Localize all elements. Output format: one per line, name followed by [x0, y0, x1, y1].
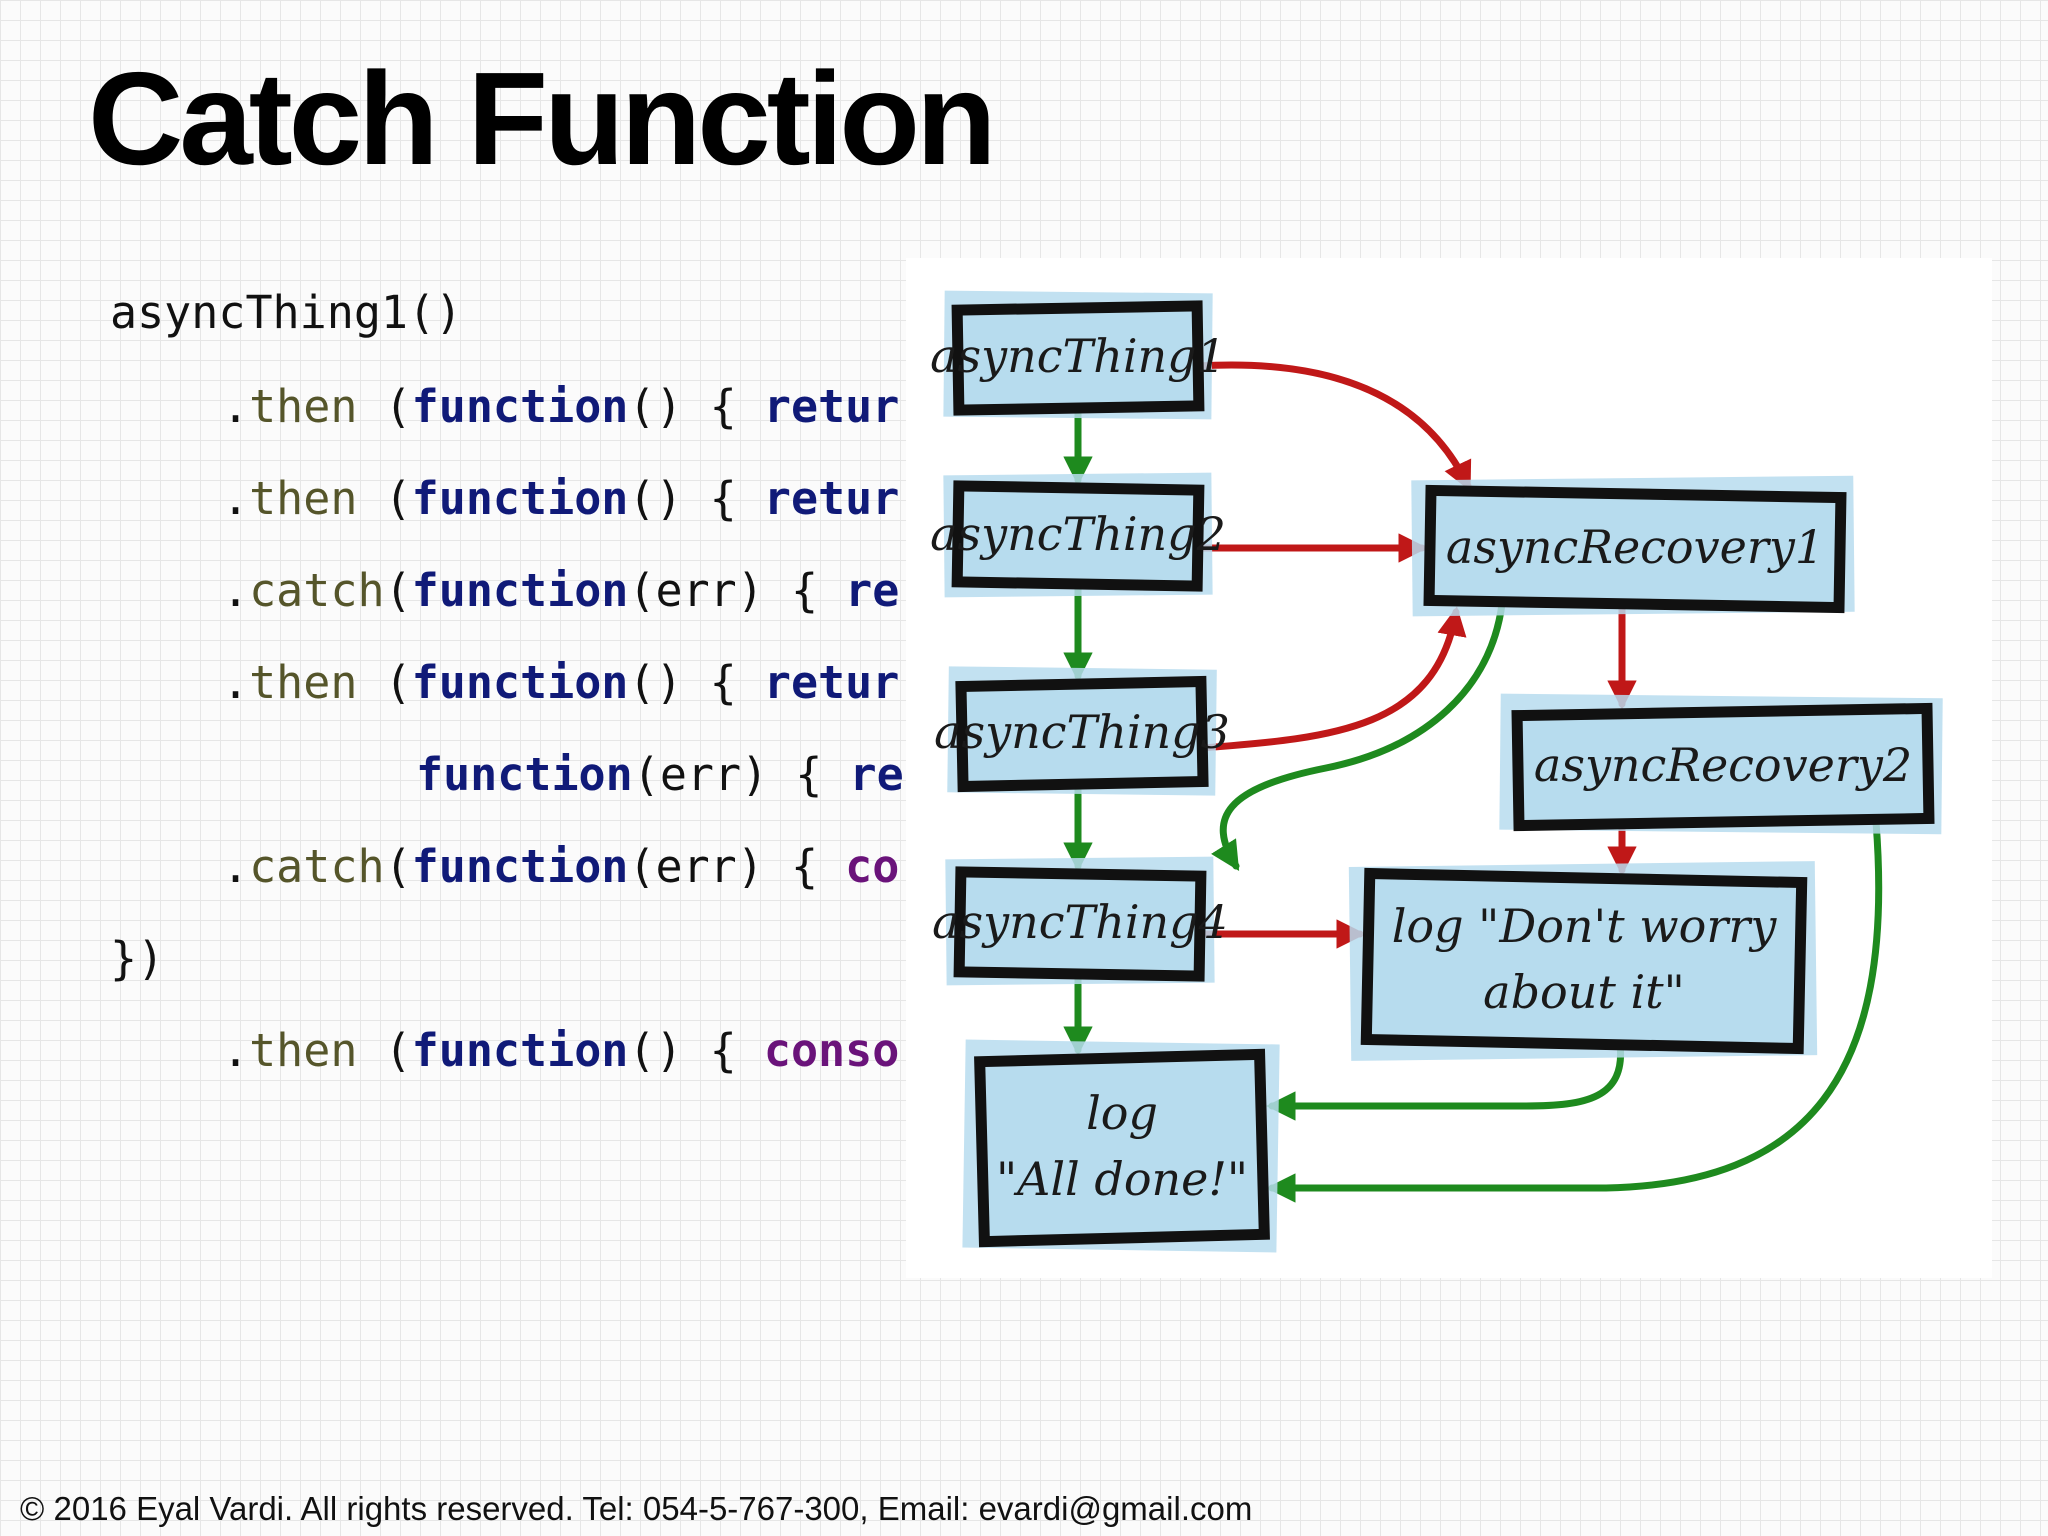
code-token: function [411, 472, 629, 525]
promise-flow-diagram: asyncThing1 asyncThing2 asyncThing3 asyncTh… [906, 258, 1992, 1278]
edge-r1-to-t4 [1211, 600, 1506, 871]
edge-r2-to-done [1266, 818, 1883, 1203]
node-done: log "All done!" [962, 1039, 1280, 1253]
code-token: then [249, 380, 358, 433]
code-token: . [222, 564, 250, 617]
code-token: function [416, 748, 633, 801]
node-worry: log "Don't worry about it" [1348, 861, 1818, 1061]
code-token: re [845, 564, 900, 617]
code-token: retur [763, 380, 900, 433]
code-token: (err) { [628, 840, 846, 893]
node-label: asyncThing4 [932, 895, 1228, 949]
code-token: ( [384, 840, 412, 893]
code-token: . [222, 472, 250, 525]
copyright-footer: © 2016 Eyal Vardi. All rights reserved. … [20, 1490, 1253, 1527]
code-token: retur [763, 472, 900, 525]
code-token: function [411, 1024, 629, 1077]
node-r1: asyncRecovery1 [1411, 475, 1855, 617]
code-snippet: asyncThing1().then (function() { retur.t… [0, 290, 906, 1110]
code-token: ( [357, 656, 412, 709]
code-token: function [411, 564, 629, 617]
flow-diagram-canvas: asyncThing1 asyncThing2 asyncThing3 asyncTh… [930, 290, 1943, 1253]
slide-title: Catch Function [88, 45, 997, 192]
node-label: log [1086, 1086, 1158, 1140]
code-token: function [411, 380, 629, 433]
code-token: ( [384, 564, 412, 617]
code-line: .then (function() { conso [222, 1028, 899, 1073]
code-token: then [249, 656, 358, 709]
code-line: .catch(function(err) { re [222, 568, 899, 613]
node-t1: asyncThing1 [930, 290, 1226, 420]
node-label: log "Don't worry [1392, 899, 1778, 953]
node-r2: asyncRecovery2 [1499, 693, 1943, 835]
code-line: .then (function() { retur [222, 476, 899, 521]
node-t3: asyncThing3 [934, 666, 1230, 796]
edge-worry-to-done [1266, 1040, 1625, 1121]
code-token: }) [110, 932, 165, 985]
node-label: asyncThing3 [934, 705, 1230, 759]
code-token: . [222, 656, 250, 709]
node-label: asyncRecovery1 [1446, 520, 1824, 574]
code-token: retur [763, 656, 900, 709]
node-label: "All done!" [996, 1152, 1248, 1206]
code-line: asyncThing1() [110, 290, 462, 335]
node-t4: asyncThing4 [932, 856, 1228, 986]
code-token: () { [628, 472, 764, 525]
code-token: () { [628, 656, 764, 709]
code-token: asyncThing1() [110, 290, 463, 339]
code-token: () { [628, 380, 764, 433]
code-token: then [249, 1024, 358, 1077]
code-line: .then (function() { retur [222, 660, 899, 705]
code-token: function [411, 840, 629, 893]
code-token: conso [763, 1024, 900, 1077]
node-t2: asyncThing2 [930, 472, 1226, 598]
edge-t1-to-r1 [1194, 361, 1472, 492]
code-token: then [249, 472, 358, 525]
code-token: ( [357, 1024, 412, 1077]
code-token: re [849, 748, 904, 801]
code-token: (err) { [628, 564, 846, 617]
code-token: . [222, 380, 250, 433]
code-line: .catch(function(err) { co [222, 844, 899, 889]
code-token: co [845, 840, 900, 893]
code-token: . [222, 1024, 250, 1077]
node-label: asyncThing2 [930, 507, 1226, 561]
code-token: () { [628, 1024, 764, 1077]
code-token: catch [249, 564, 385, 617]
node-label: asyncThing1 [930, 329, 1226, 383]
code-line: function(err) { re [416, 752, 904, 797]
code-token: (err) { [632, 748, 850, 801]
edge-t3-to-r1 [1198, 606, 1467, 752]
node-label: about it" [1483, 965, 1685, 1019]
code-token: catch [249, 840, 385, 893]
code-line: }) [110, 936, 164, 981]
code-token: ( [357, 472, 412, 525]
node-label: asyncRecovery2 [1534, 738, 1912, 792]
code-line: .then (function() { retur [222, 384, 899, 429]
code-token: . [222, 840, 250, 893]
code-token: ( [357, 380, 412, 433]
code-token: function [411, 656, 629, 709]
